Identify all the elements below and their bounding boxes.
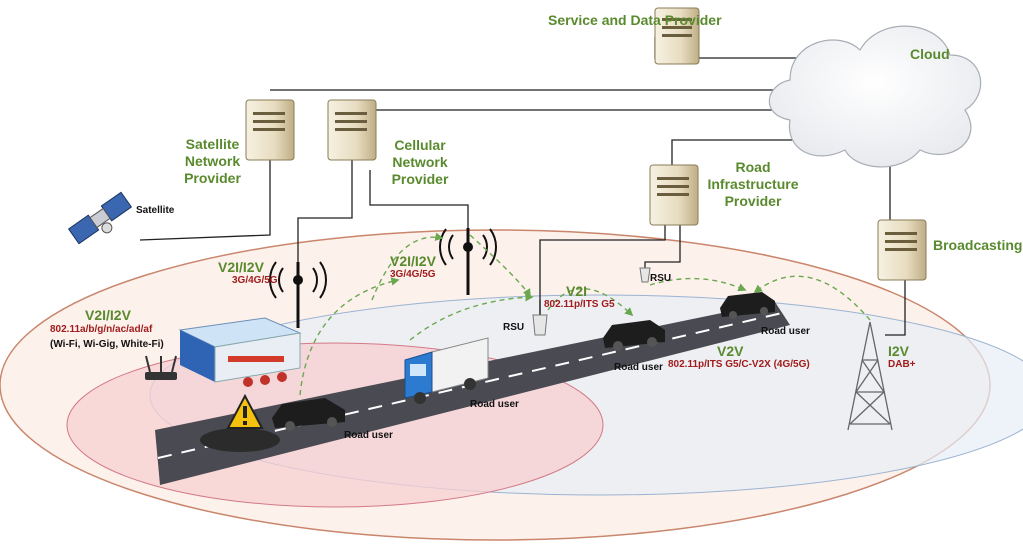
label-v2i-cell1-title: V2I/I2V	[218, 259, 264, 275]
server-satellite-icon	[245, 99, 295, 161]
car-1-icon	[272, 398, 345, 431]
label-road-user-4: Road user	[761, 326, 810, 337]
broadcast-tower-icon	[847, 321, 893, 431]
label-road-user-3: Road user	[614, 362, 663, 373]
car-2-icon	[603, 320, 665, 351]
label-v2v-title: V2V	[717, 343, 744, 359]
signal-arcs	[299, 232, 871, 396]
label-satellite: Satellite	[136, 205, 175, 216]
label-i2v-tech: DAB+	[888, 359, 916, 370]
server-service-icon	[654, 7, 700, 65]
cloud-shape	[768, 25, 982, 168]
label-v2i-wifi-tech: 802.11a/b/g/n/ac/ad/af	[50, 324, 153, 335]
label-v2i-rsu-tech: 802.11p/ITS G5	[544, 299, 615, 310]
label-broadcasting: Broadcasting	[933, 237, 1023, 253]
server-road-infra-icon	[649, 164, 699, 226]
label-i2v-title: I2V	[888, 343, 910, 359]
label-road-infrastructure-provider: Road Infrastructure Provider	[707, 159, 799, 209]
hazard-puddle-icon	[200, 393, 280, 452]
wifi-router-icon	[145, 355, 177, 380]
label-v2i-cell1-tech: 3G/4G/5G	[232, 275, 278, 286]
label-cellular-network-provider: Cellular Network Provider	[391, 137, 449, 187]
truck-icon	[404, 337, 489, 404]
server-cellular-icon	[327, 99, 377, 161]
label-service-provider: Service and Data Provider	[548, 12, 722, 28]
label-rsu-1: RSU	[503, 322, 525, 333]
cell-antenna-2-icon	[439, 228, 497, 295]
gas-station-icon	[178, 317, 302, 387]
label-v2i-cell2-title: V2I/I2V	[390, 253, 436, 269]
label-v2i-cell2-tech: 3G/4G/5G	[390, 269, 436, 280]
label-cloud: Cloud	[910, 46, 950, 62]
label-road-user-1: Road user	[344, 430, 393, 441]
label-rsu-2: RSU	[650, 273, 672, 284]
label-v2i-wifi-sub: (Wi-Fi, Wi-Gig, White-Fi)	[50, 339, 164, 350]
car-3-icon	[720, 292, 775, 319]
server-broadcasting-icon	[877, 219, 927, 281]
satellite-icon	[67, 191, 133, 245]
label-v2i-wifi-title: V2I/I2V	[85, 307, 131, 323]
cell-antenna-1-icon	[269, 261, 327, 328]
label-road-user-2: Road user	[470, 399, 519, 410]
label-v2v-tech: 802.11p/ITS G5/C-V2X (4G/5G)	[668, 359, 810, 370]
rsu-device-1-icon	[532, 300, 548, 336]
label-satellite-network-provider: Satellite Network Provider	[184, 136, 241, 186]
rsu-device-2-icon	[639, 267, 651, 283]
label-v2i-rsu-title: V2I	[566, 283, 588, 299]
